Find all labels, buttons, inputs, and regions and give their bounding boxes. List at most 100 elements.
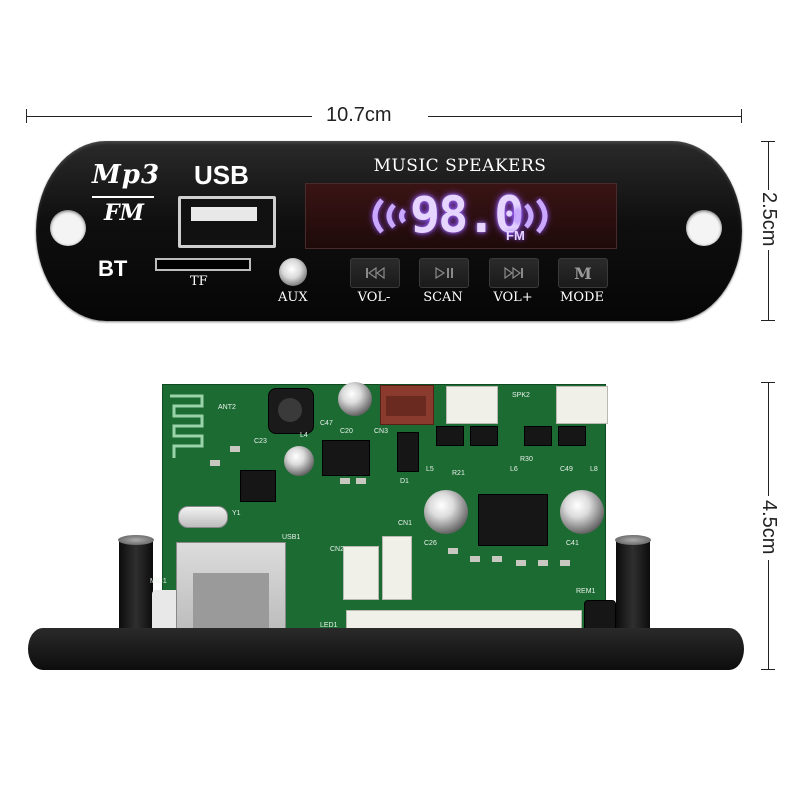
inductor-l4-core	[278, 398, 302, 422]
front-height-label-bg	[760, 190, 778, 250]
connector-spk2[interactable]	[556, 386, 608, 424]
board-height-tick-bottom	[761, 669, 775, 670]
mode-icon: M	[574, 263, 592, 283]
logo-divider	[92, 196, 154, 198]
capacitor-c41	[560, 490, 604, 534]
silk-c23: C23	[254, 438, 267, 445]
transistor-3	[524, 426, 552, 446]
silk-l6: L6	[510, 466, 518, 473]
silk-l8: L8	[590, 466, 598, 473]
front-height-tick-bottom	[761, 320, 775, 321]
mode-label: MODE	[560, 290, 604, 305]
aux-label: AUX	[278, 290, 308, 305]
usb-port-tongue	[191, 207, 257, 221]
logo-fm: FM	[104, 200, 144, 226]
silk-c47: C47	[320, 420, 333, 427]
capacitor-small	[284, 446, 314, 476]
silk-c26: C26	[424, 540, 437, 547]
logo-mp3: Mp3	[92, 160, 161, 190]
silk-cn1: CN1	[398, 520, 413, 527]
play-pause-icon	[435, 267, 453, 279]
usb-label: USB	[194, 160, 249, 190]
transistor-2	[470, 426, 498, 446]
usb-connector-rear-inner	[193, 573, 269, 633]
silk-usb1: USB1	[282, 534, 301, 541]
diode-d1	[397, 432, 419, 472]
smd-component	[470, 556, 480, 562]
transistor-1	[436, 426, 464, 446]
scan-label: SCAN	[423, 290, 463, 305]
vol-minus-button[interactable]	[350, 258, 400, 288]
smd-component	[516, 560, 526, 566]
width-label-bg	[312, 104, 428, 128]
silk-c20: C20	[340, 428, 353, 435]
silk-l4: L4	[300, 432, 308, 439]
prev-icon	[366, 267, 385, 279]
silk-c49: C49	[560, 466, 573, 473]
tf-label: TF	[190, 274, 208, 289]
frequency-readout: 98.0	[410, 186, 524, 244]
standoff-right-cap	[615, 535, 651, 545]
display-title: MUSIC SPEAKERS	[373, 156, 547, 176]
silk-rem1: REM1	[576, 588, 596, 595]
connector-cn1[interactable]	[382, 536, 412, 600]
usb-connector-rear[interactable]	[176, 542, 286, 644]
silk-c41: C41	[566, 540, 579, 547]
vol-minus-label: VOL-	[357, 290, 391, 305]
smd-component	[356, 478, 366, 484]
transistor-4	[558, 426, 586, 446]
signal-wave-left-icon	[372, 198, 407, 234]
silk-cn2: CN2	[330, 546, 345, 553]
capacitor-c47	[338, 382, 372, 416]
silk-mic1: MIC1	[150, 578, 167, 585]
mode-button[interactable]: M	[558, 258, 608, 288]
smd-component	[210, 460, 220, 466]
antenna-trace-icon	[170, 394, 204, 458]
silk-y1: Y1	[232, 510, 241, 517]
board-height-tick-top	[761, 382, 775, 383]
connector-spk-left[interactable]	[446, 386, 498, 424]
lcd-display	[305, 183, 617, 249]
smd-component	[538, 560, 548, 566]
width-dimension-label: 10.7cm	[326, 104, 392, 126]
smd-component	[492, 556, 502, 562]
vol-plus-label: VOL+	[493, 290, 533, 305]
width-dimension-tick-left	[26, 109, 27, 123]
smd-component	[560, 560, 570, 566]
chip-u1	[322, 440, 370, 476]
panel-base-plate	[28, 628, 744, 670]
silk-d1: D1	[400, 478, 409, 485]
board-height-label-bg	[760, 496, 778, 560]
silk-led1: LED1	[320, 622, 338, 629]
silk-l5: L5	[426, 466, 434, 473]
width-dimension-tick-right	[741, 109, 742, 123]
frequency-unit: FM	[506, 228, 525, 243]
smd-component	[230, 446, 240, 452]
smd-component	[448, 548, 458, 554]
silk-spk2: SPK2	[512, 392, 530, 399]
next-icon	[504, 267, 523, 279]
capacitor-c26	[424, 490, 468, 534]
scan-button[interactable]	[419, 258, 469, 288]
connector-cn3-slot	[386, 396, 426, 416]
smd-component	[340, 478, 350, 484]
standoff-left	[119, 540, 153, 640]
silk-cn3: CN3	[374, 428, 389, 435]
mounting-hole-left	[50, 210, 86, 246]
mounting-hole-right	[686, 210, 722, 246]
silk-r21: R21	[452, 470, 465, 477]
tf-card-slot[interactable]	[155, 258, 251, 271]
crystal-y1	[178, 506, 228, 528]
usb-port[interactable]	[178, 196, 276, 248]
chip-bt-module	[240, 470, 276, 502]
signal-wave-right-icon	[513, 198, 548, 234]
silk-r30: R30	[520, 456, 533, 463]
silk-ant2: ANT2	[218, 404, 236, 411]
front-height-dimension-label: 2.5cm	[758, 192, 780, 247]
board-height-dimension-label: 4.5cm	[758, 500, 780, 555]
connector-cn2[interactable]	[343, 546, 379, 600]
aux-jack[interactable]	[279, 258, 307, 286]
standoff-right	[616, 540, 650, 640]
standoff-left-cap	[118, 535, 154, 545]
vol-plus-button[interactable]	[489, 258, 539, 288]
